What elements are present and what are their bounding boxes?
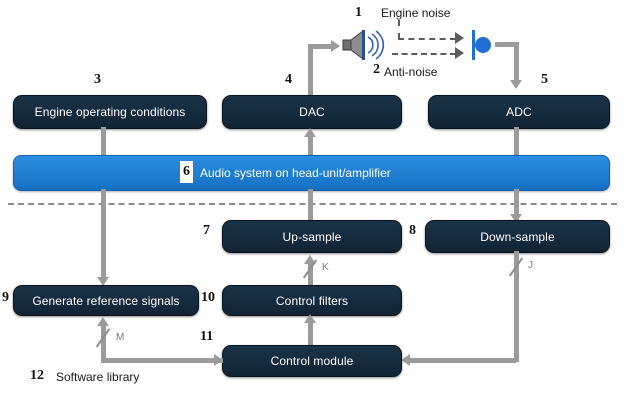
- module-to-filters-wire: [308, 322, 313, 347]
- block-adc-label: ADC: [506, 105, 532, 119]
- engine-noise-path: [398, 38, 456, 40]
- block-audio-system[interactable]: 6 Audio system on head-unit/amplifier: [13, 155, 610, 191]
- block-control-filters[interactable]: Control filters: [222, 285, 402, 316]
- callout-1: 1: [355, 5, 362, 20]
- block-control-module[interactable]: Control module: [222, 345, 402, 377]
- dac-to-speaker-arrowhead: [331, 40, 340, 52]
- microphone-icon: [470, 30, 496, 60]
- filters-to-upsample-wire: [308, 263, 313, 287]
- rate-k-label: K: [322, 262, 329, 273]
- audio-to-downsample-arrowhead: [510, 214, 522, 223]
- block-engine-operating-conditions[interactable]: Engine operating conditions: [13, 95, 207, 129]
- callout-12: 12: [30, 368, 44, 383]
- dac-to-speaker-horizontal: [308, 44, 333, 49]
- audio-to-downsample-wire: [514, 189, 519, 220]
- callout-3: 3: [94, 72, 101, 87]
- dac-to-speaker-vertical: [308, 46, 313, 95]
- library-to-module-horizontal: [101, 358, 223, 363]
- audio-to-dac-arrowhead: [304, 128, 316, 137]
- filters-to-upsample-arrowhead: [304, 255, 316, 264]
- library-to-generate-vertical: [101, 325, 106, 361]
- block-down-sample[interactable]: Down-sample: [425, 220, 610, 253]
- anti-noise-label: Anti-noise: [384, 65, 438, 79]
- audio-to-dac-wire: [308, 136, 313, 155]
- library-to-generate-arrowhead: [97, 317, 109, 326]
- block-dac[interactable]: DAC: [222, 95, 402, 129]
- engine-noise-drop: [398, 20, 400, 39]
- block-control-module-label: Control module: [270, 354, 354, 368]
- callout-2: 2: [373, 62, 380, 77]
- callout-10: 10: [201, 290, 215, 305]
- callout-8: 8: [409, 223, 416, 238]
- audio-to-generate-wire: [101, 189, 106, 282]
- software-library-label: Software library: [56, 370, 140, 384]
- anti-noise-arrowhead: [455, 47, 464, 59]
- library-to-module-arrowhead: [214, 354, 223, 366]
- callout-11: 11: [200, 329, 214, 344]
- rate-j-label: J: [528, 260, 533, 271]
- audio-to-generate-arrowhead: [97, 277, 109, 286]
- callout-7: 7: [203, 223, 210, 238]
- module-to-filters-arrowhead: [304, 314, 316, 323]
- block-control-filters-label: Control filters: [275, 293, 349, 308]
- anti-noise-path: [392, 53, 456, 55]
- block-down-sample-label: Down-sample: [480, 229, 555, 244]
- mic-to-adc-vertical: [514, 42, 519, 81]
- callout-9: 9: [2, 290, 9, 305]
- block-audio-system-label: Audio system on head-unit/amplifier: [200, 166, 391, 180]
- block-up-sample[interactable]: Up-sample: [222, 220, 402, 253]
- rate-m-label: M: [116, 332, 125, 343]
- mic-to-adc-arrowhead: [510, 80, 522, 89]
- block-up-sample-label: Up-sample: [282, 229, 342, 244]
- speaker-icon: [341, 29, 389, 61]
- callout-5: 5: [541, 72, 548, 87]
- downsample-feedback-vertical: [514, 251, 519, 362]
- downsample-feedback-arrowhead: [401, 354, 410, 366]
- mic-to-adc-horizontal: [495, 42, 519, 47]
- block-engine-operating-conditions-label: Engine operating conditions: [34, 105, 186, 119]
- block-adc[interactable]: ADC: [428, 95, 610, 129]
- engine-noise-label: Engine noise: [381, 6, 451, 20]
- upsample-to-audio-wire: [308, 189, 313, 220]
- callout-4: 4: [285, 72, 292, 87]
- block-dac-label: DAC: [299, 105, 325, 119]
- block-generate-reference-signals[interactable]: Generate reference signals: [13, 285, 199, 316]
- callout-6: 6: [180, 161, 193, 183]
- engine-noise-arrowhead: [455, 32, 464, 44]
- engine-to-audio-wire: [101, 127, 106, 155]
- adc-to-audio-wire: [514, 127, 519, 155]
- block-generate-reference-signals-label: Generate reference signals: [32, 293, 180, 308]
- downsample-feedback-horizontal: [410, 358, 516, 363]
